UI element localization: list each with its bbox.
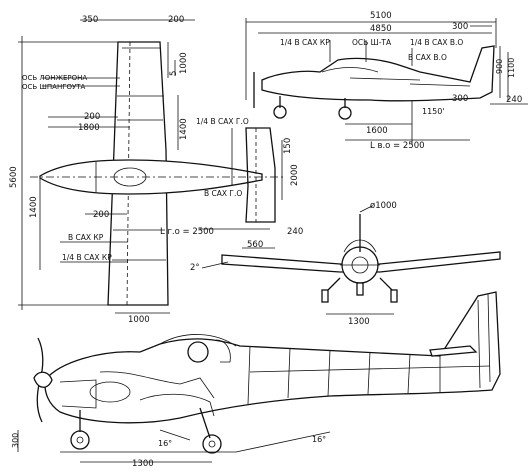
plan-view: 350 200 1000 5 ОСЬ ЛОНЖЕРОНА ОСЬ ШПАНГОУ… bbox=[9, 15, 286, 325]
dim-1300-wheelbase: 1300 bbox=[132, 459, 154, 469]
label-l-vt: L в.о = 2500 bbox=[370, 141, 425, 151]
pilot-head bbox=[187, 341, 209, 363]
dim-dihedral: 2° bbox=[190, 263, 200, 273]
dim-1100: 1100 bbox=[507, 58, 516, 78]
dim-300-top: 300 bbox=[452, 22, 468, 32]
dim-200-low: 200 bbox=[93, 210, 109, 220]
fuselage-cutaway-outline bbox=[44, 291, 501, 424]
dim-5600: 5600 bbox=[9, 166, 19, 188]
nose-wheel bbox=[70, 430, 90, 450]
dim-1000-bottom: 1000 bbox=[128, 315, 150, 325]
label-quarter-mac-wing-side: 1/4 B САХ КР bbox=[280, 38, 330, 47]
dim-angle-16-right: 16° bbox=[312, 435, 326, 444]
dim-900: 900 bbox=[495, 59, 504, 74]
dim-1800: 1800 bbox=[78, 123, 100, 133]
dim-1400-h: 1400 bbox=[179, 118, 189, 140]
dim-350: 350 bbox=[82, 15, 98, 25]
wing-outline bbox=[107, 41, 169, 306]
dim-240-ho: 240 bbox=[287, 227, 303, 237]
dim-200-top: 200 bbox=[168, 15, 184, 25]
fuselage-side-outline bbox=[261, 45, 495, 102]
dim-150: 150 bbox=[283, 138, 293, 154]
main-wheel bbox=[202, 434, 222, 454]
htail-view: 1/4 B САХ Г.О 150 2000 B САХ Г.О L г.о =… bbox=[160, 117, 303, 250]
dim-1400-v: 1400 bbox=[29, 196, 39, 218]
dim-300-gear: 300 bbox=[11, 433, 20, 448]
label-frame-axis-side: ОСЬ Ш-ТА bbox=[352, 38, 392, 47]
label-mac-ho: B САХ Г.О bbox=[204, 189, 242, 198]
label-quarter-mac-ho: 1/4 B САХ Г.О bbox=[196, 117, 249, 126]
dim-1000-top: 1000 bbox=[179, 52, 189, 74]
label-mac-wing: B САХ КР bbox=[68, 233, 104, 242]
label-quarter-mac-wing: 1/4 B САХ КР bbox=[62, 253, 112, 262]
dim-240-side: 240 bbox=[506, 95, 522, 105]
dim-200-mid: 200 bbox=[84, 112, 100, 122]
dim-4850: 4850 bbox=[370, 24, 392, 34]
label-l-ho: L г.о = 2500 bbox=[160, 227, 214, 237]
fuselage-plan-outline bbox=[39, 159, 263, 195]
label-quarter-mac-vt: 1/4 B САХ В.О bbox=[410, 38, 463, 47]
cutaway-view: 300 1300 16° 16° bbox=[11, 291, 501, 469]
dim-track: 1300 bbox=[348, 317, 370, 327]
label-mac-vt: B САХ В.О bbox=[408, 53, 447, 62]
dim-2000: 2000 bbox=[290, 164, 300, 186]
dim-560: 560 bbox=[247, 240, 263, 250]
front-view: ø1000 1300 2° bbox=[190, 201, 501, 327]
dim-prop-dia: ø1000 bbox=[370, 201, 397, 211]
dim-angle-16-left: 16° bbox=[158, 439, 172, 448]
htail-plan-outline bbox=[245, 127, 276, 223]
dim-5: 5 bbox=[169, 71, 179, 76]
side-view: 5100 4850 300 1/4 B САХ КР ОСЬ Ш-ТА 1/4 … bbox=[245, 11, 528, 151]
label-spar-axis: ОСЬ ЛОНЖЕРОНА bbox=[22, 74, 87, 82]
dim-1150: 1150' bbox=[422, 107, 445, 116]
dim-300-right: 300 bbox=[452, 94, 468, 104]
label-frame-axis: ОСЬ ШПАНГОУТА bbox=[22, 83, 86, 91]
dim-5100: 5100 bbox=[370, 11, 392, 21]
dim-1600: 1600 bbox=[366, 126, 388, 136]
